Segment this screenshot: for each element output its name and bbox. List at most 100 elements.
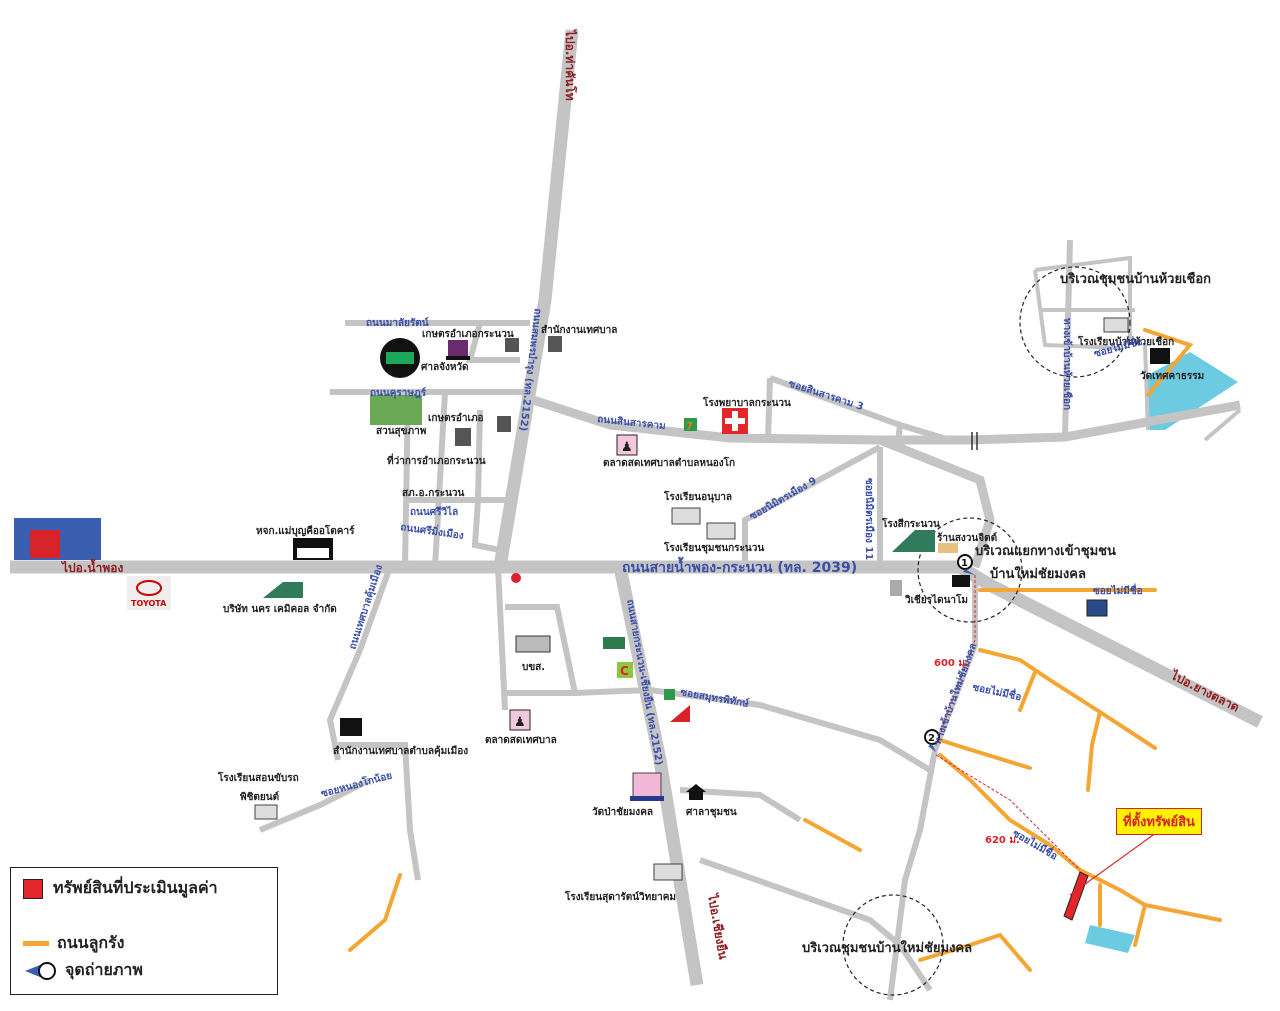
railway-crossing-icon xyxy=(971,432,978,450)
school-icon-1 xyxy=(671,507,701,525)
soil-road-9 xyxy=(918,933,1002,962)
photo-point-1[interactable]: 1 xyxy=(957,554,975,575)
shop-icon xyxy=(293,538,333,560)
destination-south: ไปอ.เชียงยืน xyxy=(705,891,732,961)
label-road-soi-samut: ซอยสมุทรพิทักษ์ xyxy=(679,686,750,710)
label-district-office: ที่ว่าการอำเภอกระนวน xyxy=(387,453,486,467)
photo-point-2[interactable]: 2 xyxy=(924,729,940,752)
road-huay-2 xyxy=(1033,269,1121,350)
soil-road-asset xyxy=(938,753,1222,922)
area-circle-junction xyxy=(917,517,1023,623)
label-wat-huaysuek: วัดเทศคาธรรม xyxy=(1140,370,1204,382)
government-building-icon xyxy=(505,338,519,352)
label-road-south: ถนนสายกระนวน-เชียงยืน (ทล.2152) xyxy=(624,598,665,766)
gas-station-icon xyxy=(890,580,902,596)
label-driving-school: โรงเรียนสอนขับรถ xyxy=(217,771,299,784)
soil-road-7 xyxy=(803,818,862,852)
label-market-nongko: ตลาดสดเทศบาลตำบลหนองโก xyxy=(603,456,735,469)
road-soi-samut xyxy=(649,687,932,773)
svg-text:C: C xyxy=(620,664,629,678)
label-municipal-khummuang: สำนักงานเทศบาลตำบลคุ้มเมือง xyxy=(333,745,468,757)
label-chemical: บริษัท นคร เคมิคอล จำกัด xyxy=(223,603,337,615)
label-road-soi-noname-2: ซอยไม่มีชื่อ xyxy=(971,679,1022,703)
label-school-suda: โรงเรียนสุดารัตน์วิทยาคม xyxy=(564,890,676,903)
seven-eleven-icon-2 xyxy=(664,689,675,700)
road-wat-pachai xyxy=(679,787,802,823)
government-building-icon-4 xyxy=(455,428,471,446)
road-bus xyxy=(505,604,579,696)
school-icon-2 xyxy=(706,522,736,540)
road-huay-5 xyxy=(1203,408,1242,442)
school-icon-4 xyxy=(254,804,278,820)
label-area-huaysuek: บริเวณชุมชนบ้านห้วยเชือก xyxy=(1060,271,1211,287)
label-road-soi-sin3: ซอยสินสารคาม 3 xyxy=(787,377,865,413)
label-road-north: ถนนสมพรบำรุง (ทล.2152) xyxy=(517,308,544,432)
callout-pointer xyxy=(1069,829,1161,896)
road-huay-4 xyxy=(1143,344,1150,431)
label-shop: ร้านสงวนจิตต์ xyxy=(937,532,997,544)
temple-icon-wat-pachai xyxy=(630,772,664,801)
destination-west: ไปอ.น้ำพอง xyxy=(60,558,123,575)
road-link-2 xyxy=(432,391,448,568)
soil-road-3 xyxy=(1086,710,1102,792)
label-road-soi-noname-1: ซอยไม่มีชื่อ xyxy=(1093,583,1143,597)
label-market-municipal: ตลาดสดเทศบาล xyxy=(485,735,557,746)
label-agri2: เกษตรอำเภอ xyxy=(428,412,484,424)
route-line-1 xyxy=(935,575,976,746)
label-school-kranuan: โรงเรียนชุมชนกระนวน xyxy=(663,541,764,554)
asset-parcel[interactable] xyxy=(1063,871,1089,921)
label-bus-station: บขส. xyxy=(522,662,545,673)
label-road-kudrat: ถนนคุราษฎร์ xyxy=(370,387,427,399)
government-building-icon-3 xyxy=(497,416,511,432)
school-icon-3 xyxy=(653,863,683,881)
mill-icon xyxy=(892,530,935,552)
label-road-soi-nongkhok: ซอยหนองโกน้อย xyxy=(319,768,393,800)
label-dynamo: วิเชียรไดนาโม xyxy=(905,593,968,606)
road-north-2152 xyxy=(493,29,579,569)
area-circle-huaysuek xyxy=(1019,266,1131,378)
temple-icon xyxy=(446,340,470,360)
soil-road-swatch-icon xyxy=(23,941,49,946)
road-hosp xyxy=(765,377,773,441)
svg-text:2: 2 xyxy=(928,733,935,744)
label-police: สภ.อ.กระนวน xyxy=(402,488,465,499)
label-road-2039: ถนนสายน้ำพอง-กระนวน (ทล. 2039) xyxy=(622,556,857,576)
road-huaysuek-main xyxy=(1062,239,1073,438)
toyota-logo: TOYOTA xyxy=(127,576,171,610)
label-area-junction-2: บ้านใหม่ชัยมงคล xyxy=(990,565,1086,582)
road-maichai-village xyxy=(887,580,978,1001)
label-wat-pachai: วัดป่าชัยมงคล xyxy=(592,806,653,818)
label-agri-office: เกษตรอำเภอกระนวน xyxy=(422,328,514,340)
legend-asset-label: ทรัพย์สินที่ประเมินมูลค่า xyxy=(53,878,218,897)
label-road-sriyingmuang: ถนนศรีมิ่งเมือง xyxy=(400,519,465,542)
label-driving-school-2: พิชิตยนต์ xyxy=(240,791,279,803)
road-south-2152 xyxy=(613,565,704,987)
legend-photo-point: จุดถ่ายภาพ xyxy=(23,958,143,983)
svg-text:TOYOTA: TOYOTA xyxy=(131,599,167,608)
asset-swatch-icon xyxy=(23,878,43,899)
legend-soil-road-label: ถนนลูกรัง xyxy=(57,933,125,952)
label-dealer: หจก.แม่บุญคืออโตคาร์ xyxy=(256,524,355,537)
road-soi-nongkhok xyxy=(258,777,372,833)
bus-icon xyxy=(515,635,551,653)
label-road-sriwilai: ถนนศรีวิไล xyxy=(410,505,458,518)
yamaha-logo xyxy=(511,573,521,583)
school-icon-huaysuek xyxy=(1103,317,1129,333)
label-area-junction-1: บริเวณแยกทางเข้าชุมชน xyxy=(975,543,1116,559)
label-municipal-office: สำนักงานเทศบาล xyxy=(541,324,617,336)
road-to-junction xyxy=(878,435,995,569)
label-road-soi-nimit9: ซอยนิมิตรเมือง 9 xyxy=(748,475,819,523)
label-road-malai-rat: ถนนมาลัยรัตน์ xyxy=(366,317,429,329)
label-mill: โรงสีกระนวน xyxy=(881,517,940,530)
court-seal-icon xyxy=(380,338,420,378)
road-municipal-khum xyxy=(338,742,421,881)
road-west-soi xyxy=(326,565,393,761)
road-soi-nimit9 xyxy=(742,444,882,567)
label-hospital: โรงพยาบาลกระนวน xyxy=(702,396,791,409)
svg-text:7: 7 xyxy=(686,421,693,432)
svg-text:♟: ♟ xyxy=(514,715,526,730)
legend: ทรัพย์สินที่ประเมินมูลค่า ถนนลูกรัง จุดถ… xyxy=(10,867,278,995)
community-hall-icon xyxy=(686,784,706,800)
label-kindergarten: โรงเรียนอนุบาล xyxy=(663,490,732,503)
distance-600: 600 ม. xyxy=(934,658,969,669)
